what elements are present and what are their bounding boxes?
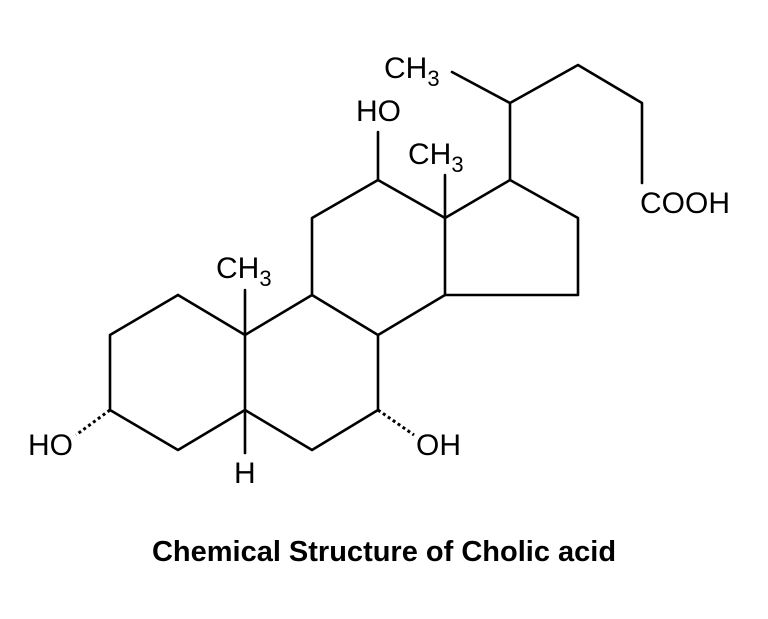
ch3-c10-label: CH3: [216, 252, 272, 291]
ring-a: [108, 293, 247, 452]
c3-oh-hashed-bond: [75, 408, 111, 437]
oh-c7-label: OH: [416, 429, 461, 462]
c7-oh-hashed-bond: [377, 408, 415, 437]
diagram-caption: Chemical Structure of Cholic acid: [152, 536, 616, 568]
h-c5-label: H: [234, 457, 256, 490]
ring-c: [310, 178, 447, 337]
ring-b: [243, 293, 380, 452]
ho-c12-label: HO: [356, 95, 401, 128]
ch3-chain-label: CH3: [384, 52, 440, 91]
ring-d: [443, 178, 580, 297]
ch3-c13-label: CH3: [408, 138, 464, 177]
cooh-label: COOH: [640, 187, 730, 220]
side-chain: [450, 63, 644, 185]
ho-c3-label: HO: [28, 429, 73, 462]
